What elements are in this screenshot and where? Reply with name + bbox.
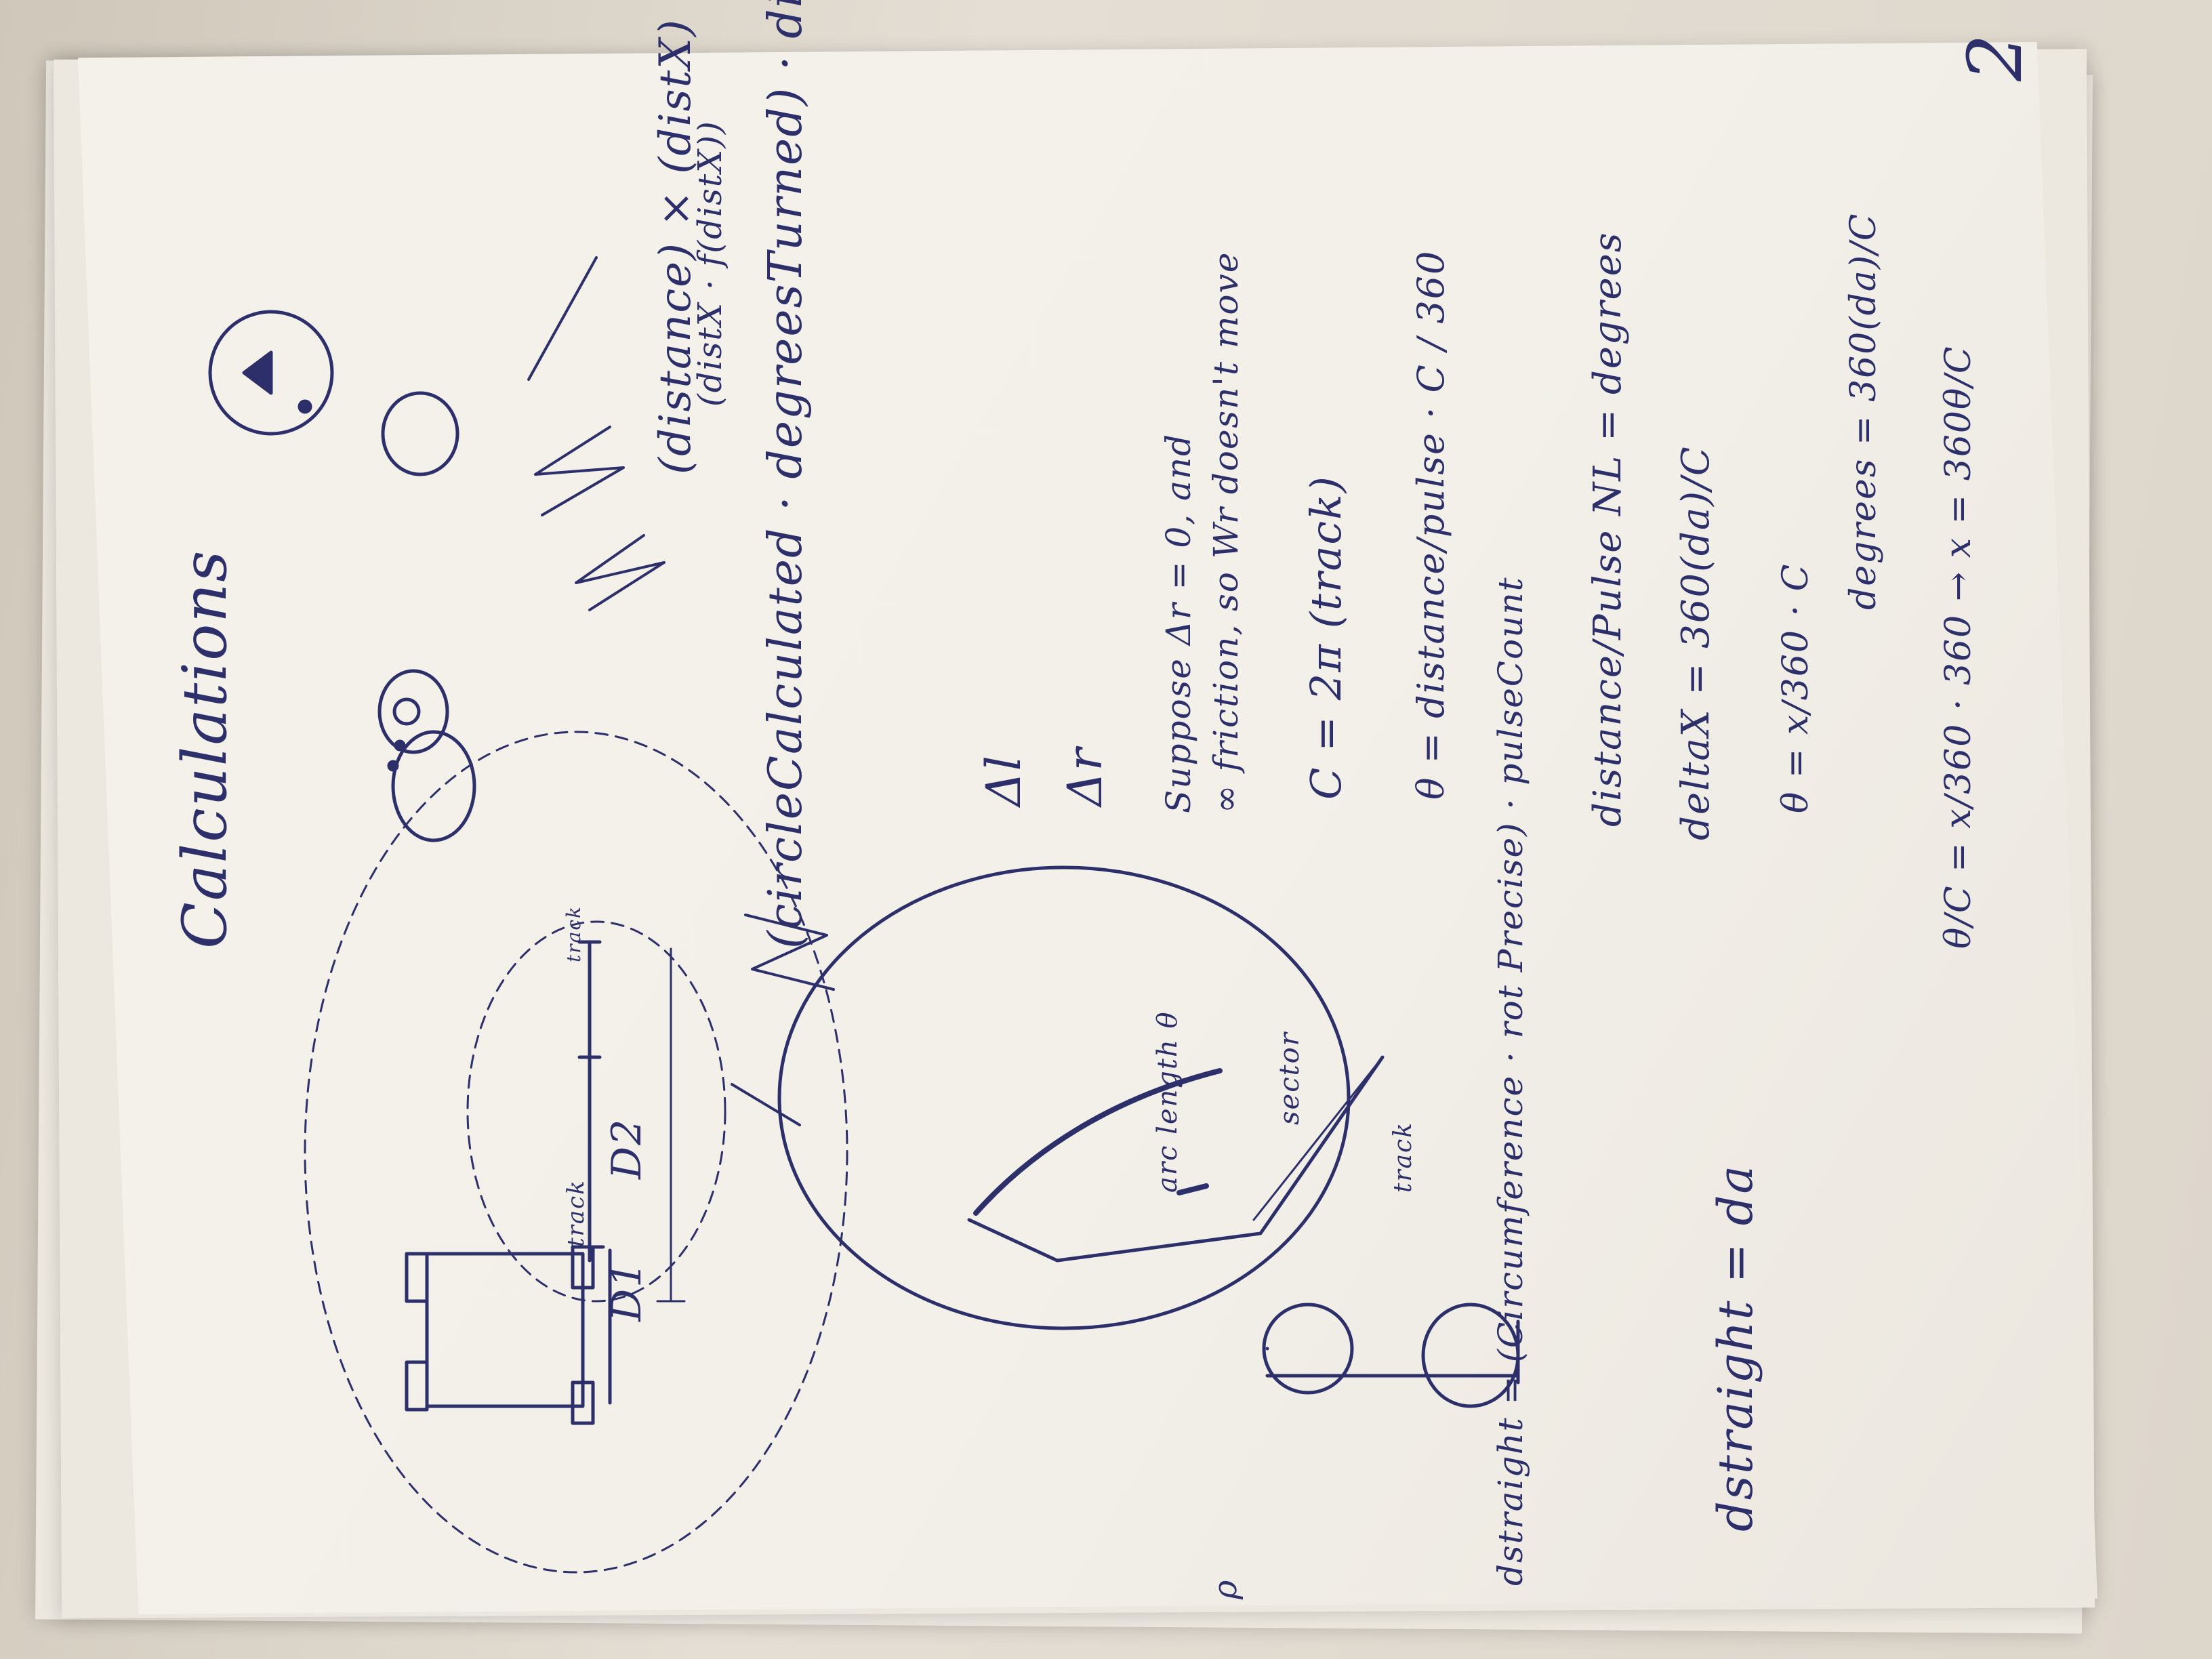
scratch-out-marks: [527, 256, 835, 1126]
notebook-page: [78, 42, 2097, 1614]
theta-equation: θ = distance/pulse · C / 360: [1410, 249, 1452, 800]
delta-l: Δl: [976, 754, 1031, 806]
delta-x-equation: deltaX = 360(da)/C: [1674, 445, 1718, 840]
sector-circle-sketch: [777, 865, 1385, 1330]
delta-r: Δr: [1057, 746, 1113, 806]
rolling-wheel-sketch: [1262, 1303, 1520, 1408]
d-straight-equation: dstraight = (Circumference · rot Precise…: [1491, 576, 1530, 1586]
theta-fraction: θ = x/360 · C: [1776, 562, 1816, 813]
page-title: Calculations: [169, 549, 241, 949]
arc-length-label: arc length θ: [1152, 1010, 1183, 1193]
page-number: 2: [1952, 33, 2039, 81]
robot-radius-circles: [304, 731, 848, 1574]
rho-label: ρ: [1206, 1578, 1244, 1599]
pulse-equation: distance/Pulse NL = degrees: [1586, 231, 1630, 827]
circumference-equation: C = 2π (track): [1301, 475, 1351, 800]
suppose-line-2: ∞ friction, so Wr doesn't move: [1206, 251, 1246, 813]
track-label-left: track: [562, 1179, 590, 1247]
ratio-equation: θ/C = x/360 · 360 → x = 360θ/C: [1938, 345, 1979, 949]
robot-chassis-sketch: [405, 940, 612, 1425]
sector-track-label: track: [1389, 1121, 1417, 1193]
suppose-line-1: Suppose Δr = 0, and: [1159, 432, 1198, 813]
d2-label: D2: [603, 1118, 651, 1179]
d1-label: D1: [603, 1260, 651, 1322]
circle-calc-equation: (circleCalculated · degreesTurned) · dis…: [759, 0, 813, 949]
wheel-sketch-pair: [208, 310, 476, 842]
d-straight-short: dstraight = da: [1708, 1164, 1763, 1532]
sector-label: sector: [1274, 1031, 1305, 1125]
track-label-right: track: [562, 905, 585, 962]
degrees-equation: degrees = 360(da)/C: [1843, 212, 1884, 611]
dist-x-scratch: (distX · f(distX)): [691, 120, 729, 407]
